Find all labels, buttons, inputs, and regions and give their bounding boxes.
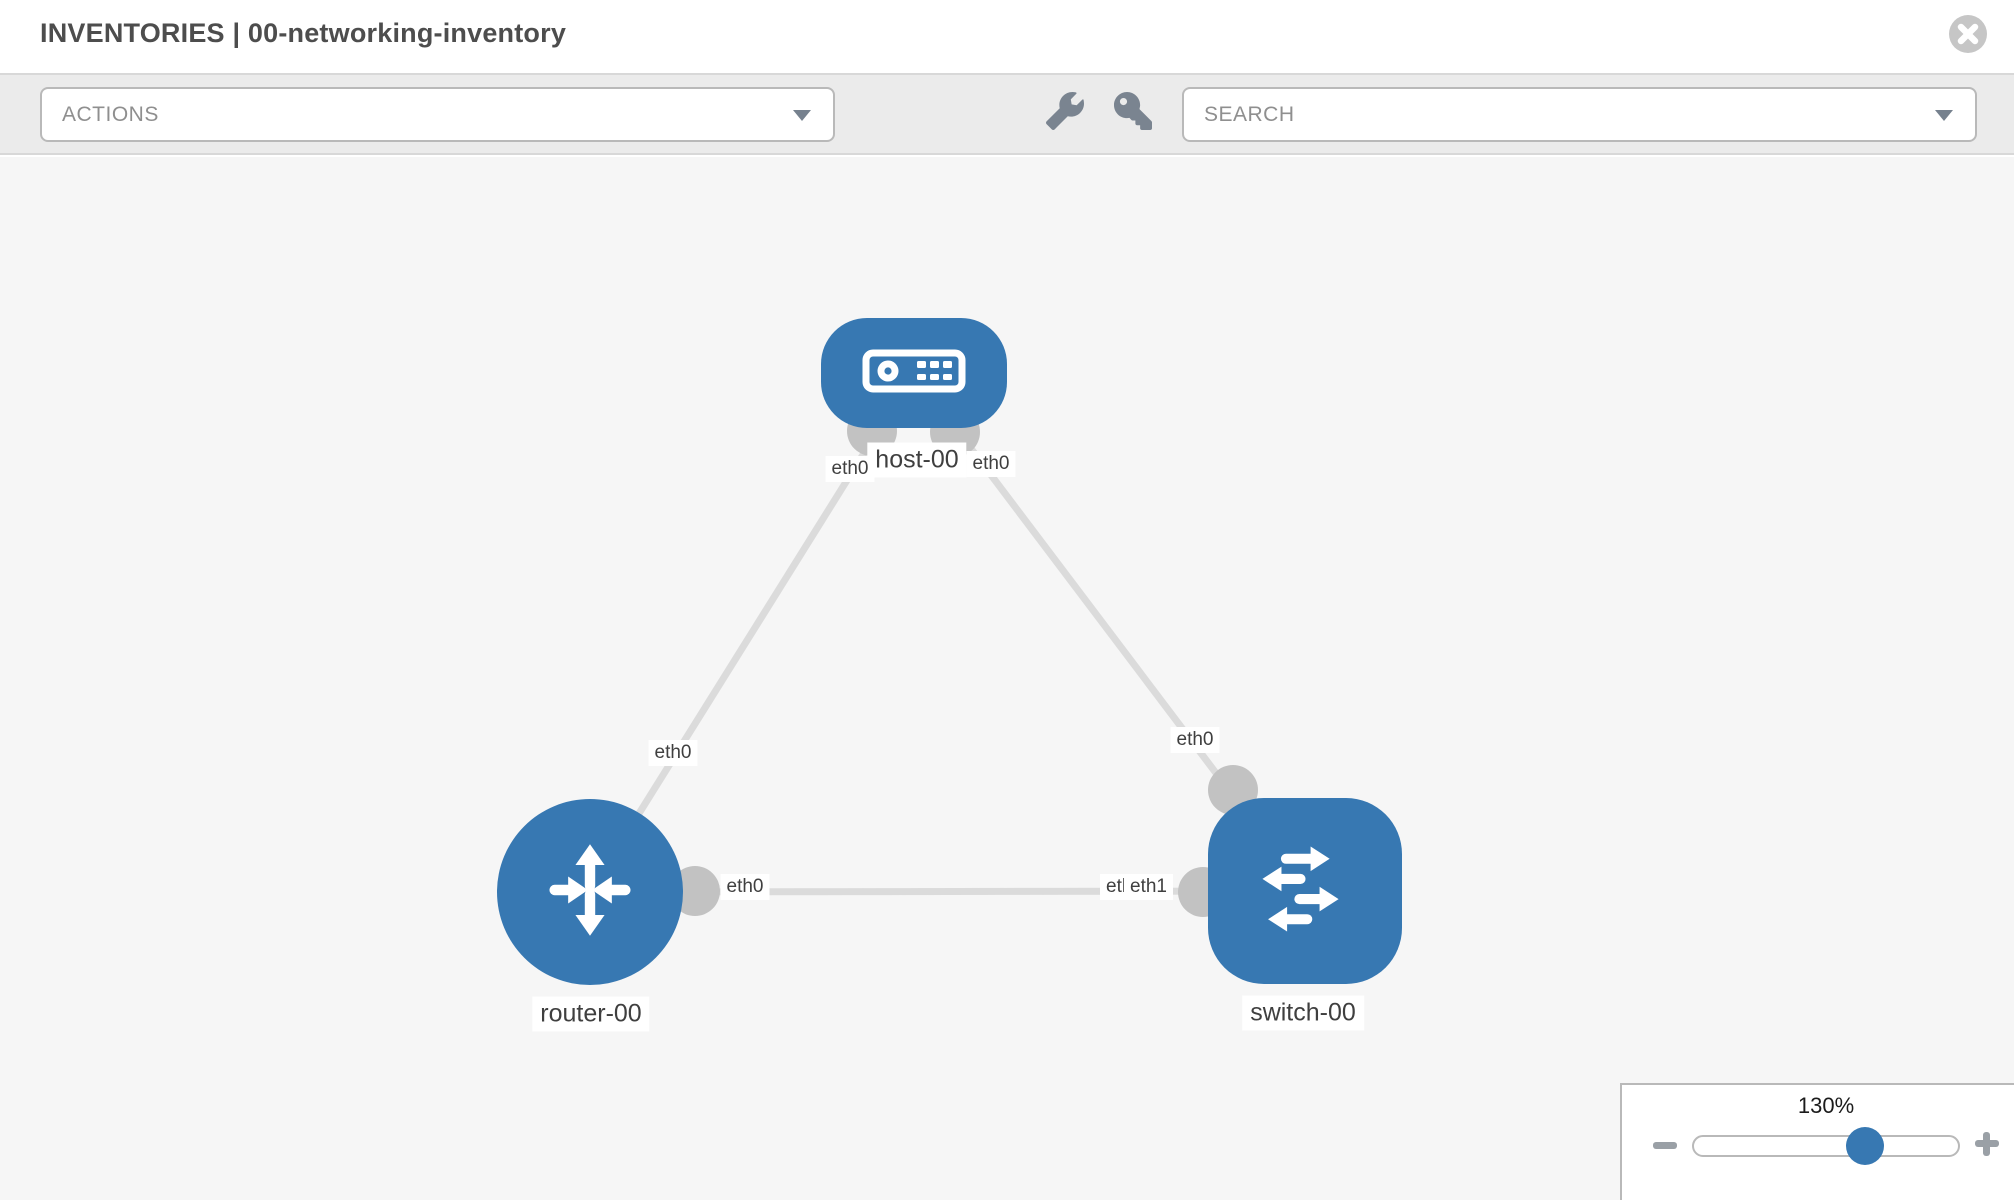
node-label-host: host-00 <box>867 442 967 478</box>
port-router-eth0 <box>670 866 720 916</box>
iface-label-router-bottom: eth0 <box>720 874 770 900</box>
zoom-slider-track[interactable] <box>1692 1135 1960 1157</box>
router-icon <box>538 838 642 947</box>
actions-dropdown-label: ACTIONS <box>62 102 159 126</box>
switch-icon <box>1249 833 1361 950</box>
chevron-down-icon <box>793 109 811 121</box>
actions-dropdown[interactable]: ACTIONS <box>40 87 835 142</box>
iface-label-switch-bottom: eth1 <box>1124 874 1173 900</box>
iface-label-host-right: eth0 <box>966 451 1016 477</box>
zoom-slider-handle[interactable] <box>1846 1127 1884 1165</box>
iface-label-host-left: eth0 <box>825 456 875 482</box>
zoom-in-button[interactable] <box>1969 1125 2005 1161</box>
node-label-switch: switch-00 <box>1242 995 1364 1031</box>
host-icon <box>862 349 966 398</box>
page-title: INVENTORIES | 00-networking-inventory <box>40 18 567 48</box>
toolbar: ACTIONS SEARCH <box>0 73 2014 155</box>
key-icon <box>1114 91 1152 133</box>
close-button[interactable] <box>1948 14 1988 54</box>
search-placeholder: SEARCH <box>1204 102 1295 126</box>
iface-label-router-diag: eth0 <box>648 740 698 766</box>
header: INVENTORIES | 00-networking-inventory <box>0 0 2014 73</box>
zoom-out-button[interactable] <box>1647 1127 1683 1163</box>
wrench-icon <box>1045 91 1084 133</box>
zoom-percentage: 130% <box>1797 1093 1855 1118</box>
close-icon <box>1948 15 1988 57</box>
topology-canvas[interactable]: host-00 router-00 switch-00 eth0 eth0 et… <box>0 157 2014 1200</box>
node-label-router: router-00 <box>532 996 650 1032</box>
configure-button[interactable] <box>1042 89 1088 135</box>
credentials-button[interactable] <box>1110 89 1156 135</box>
node-host-00[interactable] <box>821 318 1007 428</box>
plus-icon <box>1983 1132 1990 1156</box>
node-router-00[interactable] <box>497 799 683 985</box>
links-layer <box>587 370 1308 917</box>
minus-icon <box>1653 1142 1677 1149</box>
search-dropdown[interactable]: SEARCH <box>1182 87 1977 142</box>
chevron-down-icon <box>1935 109 1953 121</box>
zoom-control-panel: 130% <box>1620 1083 2014 1200</box>
node-switch-00[interactable] <box>1208 798 1402 984</box>
iface-label-switch-diag: eth0 <box>1170 727 1220 753</box>
